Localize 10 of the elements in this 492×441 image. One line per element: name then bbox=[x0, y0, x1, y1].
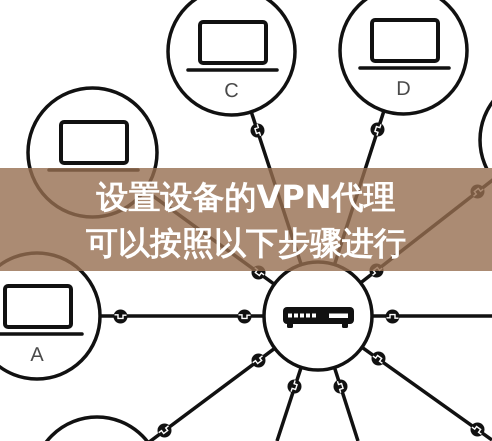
node-label: A bbox=[30, 344, 44, 366]
node-label: C bbox=[224, 80, 239, 102]
node-label: D bbox=[396, 78, 411, 100]
connection-line bbox=[275, 366, 303, 441]
connection-line bbox=[360, 346, 492, 441]
title: 设置设备的VPN代理可以按照以下步骤进行 bbox=[85, 176, 407, 264]
connection-line bbox=[100, 314, 264, 318]
connection-line bbox=[332, 366, 360, 441]
connection-line bbox=[147, 346, 276, 441]
connection-line bbox=[372, 314, 492, 318]
